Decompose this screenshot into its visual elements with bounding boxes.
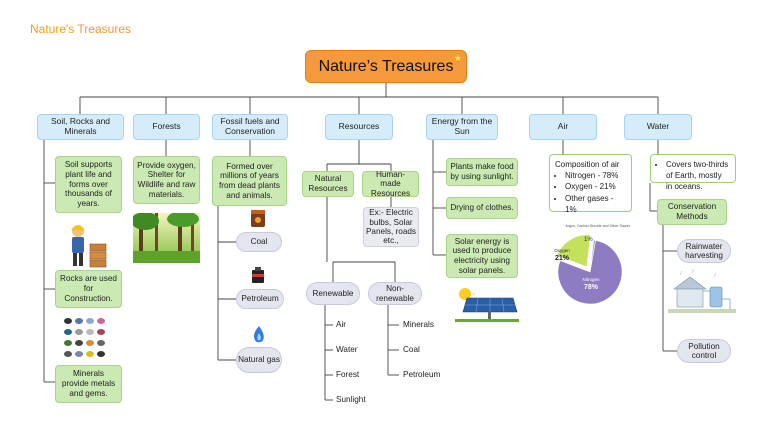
category-forests: Forests [133, 114, 200, 140]
star-icon: ★ [453, 53, 462, 63]
worker-icon [71, 225, 107, 268]
water-covers: Covers two-thirds of Earth, mostly in oc… [666, 159, 730, 193]
solar-panel-icon [455, 288, 519, 322]
non-renewable-item: Minerals [403, 320, 434, 329]
water-pollution: Pollution control [677, 339, 731, 363]
rainwater-illustration [668, 269, 736, 321]
forest-image [133, 213, 200, 263]
air-composition-box: Composition of air Nitrogen - 78% Oxygen… [549, 154, 632, 215]
pie-slice-oxygen [556, 234, 591, 268]
gems-icon [64, 318, 105, 357]
energy-drying-box: Drying of clothes. [446, 197, 518, 219]
resources-human-made: Human-made Resources [362, 170, 419, 198]
pie-label-nitrogen-name: Nitrogen [582, 277, 600, 282]
pie-label-nitrogen: 78% [584, 284, 599, 291]
pie-label-other-name: Argon, Carbon Dioxide and Other Gases [565, 224, 630, 228]
resources-examples: Ex:- Electric bulbs, Solar Panels, roads… [363, 207, 419, 247]
forests-box: Provide oxygen, Shelter for Wildlife and… [133, 156, 200, 204]
air-item: Nitrogen - 78% [565, 170, 626, 181]
coal-icon [251, 210, 265, 227]
renewable-item: Sunlight [336, 395, 366, 404]
category-energy: Energy from the Sun [426, 114, 498, 140]
renewable-item: Air [336, 320, 347, 329]
water-conservation-box: Conservation Methods [657, 199, 727, 225]
main-title-box: Nature’s Treasures ★ [305, 50, 467, 83]
fossil-formed-box: Formed over millions of years from dead … [212, 156, 287, 206]
renewable-item: Forest [336, 370, 360, 379]
fossil-gas: Natural gas [236, 347, 282, 373]
renewable-item: Water [336, 345, 358, 354]
category-resources: Resources [325, 114, 393, 140]
pie-label-other: 1% [584, 237, 593, 243]
air-pie-chart: Argon, Carbon Dioxide and Other Gases 1%… [554, 224, 630, 305]
soil-supports-box: Soil supports plant life and forms over … [55, 156, 122, 213]
pie-label-oxygen-name: Oxygen [554, 248, 570, 253]
category-soil: Soil, Rocks and Minerals [37, 114, 124, 140]
category-fossil: Fossil fuels and Conservation [212, 114, 288, 140]
resources-renewable: Renewable [306, 282, 360, 305]
soil-minerals-box: Minerals provide metals and gems. [55, 365, 122, 403]
non-renewable-item: Petroleum [403, 370, 441, 379]
flame-icon [254, 326, 264, 343]
main-title: Nature’s Treasures [318, 57, 454, 75]
petroleum-icon [252, 267, 264, 283]
soil-rocks-box: Rocks are used for Construction. [55, 270, 122, 308]
pie-slice-nitrogen [557, 240, 623, 305]
fossil-petroleum: Petroleum [236, 289, 284, 309]
resources-natural: Natural Resources [302, 171, 354, 197]
corner-title: Nature's Treasures [30, 22, 131, 36]
fossil-coal: Coal [236, 232, 282, 252]
air-item: Oxygen - 21% [565, 181, 626, 192]
pie-slice-argon [589, 239, 596, 273]
non-renewable-item: Coal [403, 345, 420, 354]
air-item: Other gases - 1% [565, 193, 626, 215]
water-rainwater: Rainwater harvesting [677, 239, 731, 263]
category-air: Air [529, 114, 597, 140]
air-composition-title: Composition of air [555, 160, 620, 169]
water-covers-box: Covers two-thirds of Earth, mostly in oc… [650, 154, 736, 191]
energy-plants-box: Plants make food by using sunlight. [446, 158, 518, 186]
energy-solar-box: Solar energy is used to produce electric… [446, 234, 518, 278]
category-water: Water [624, 114, 692, 140]
resources-non-renewable: Non-renewable [368, 282, 422, 305]
pie-label-oxygen: 21% [555, 255, 570, 262]
